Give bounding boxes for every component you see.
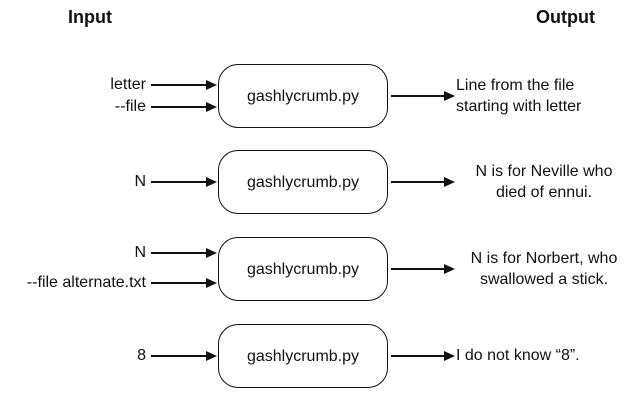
output-column-header: Output bbox=[536, 7, 595, 27]
process-box: gashlycrumb.py bbox=[218, 324, 388, 388]
output-line: Line from the file bbox=[456, 77, 575, 94]
process-box-label: gashlycrumb.py bbox=[246, 87, 360, 105]
input-label-letter-n: N bbox=[134, 173, 146, 190]
output-text: Line from the file starting with letter bbox=[456, 75, 631, 117]
output-text: N is for Norbert, who swallowed a stick. bbox=[456, 248, 631, 290]
output-line: starting with letter bbox=[456, 98, 582, 115]
output-line: swallowed a stick. bbox=[479, 271, 609, 288]
output-line: N is for Neville who bbox=[475, 163, 613, 180]
input-column-header: Input bbox=[68, 7, 112, 27]
output-line: I do not know “8”. bbox=[456, 347, 580, 364]
input-label-file-alternate: --file alternate.txt bbox=[26, 274, 146, 291]
output-line: died of ennui. bbox=[495, 184, 593, 201]
process-box-label: gashlycrumb.py bbox=[246, 347, 360, 365]
process-box-label: gashlycrumb.py bbox=[246, 173, 360, 191]
process-box: gashlycrumb.py bbox=[218, 237, 388, 301]
input-label-digit-8: 8 bbox=[137, 347, 146, 364]
output-text: I do not know “8”. bbox=[456, 345, 631, 366]
process-box: gashlycrumb.py bbox=[218, 64, 388, 128]
input-label-letter: letter bbox=[110, 76, 146, 93]
input-label-file-flag: --file bbox=[114, 98, 146, 115]
input-label-letter-n: N bbox=[134, 244, 146, 261]
output-line: N is for Norbert, who bbox=[470, 250, 618, 267]
output-text: N is for Neville who died of ennui. bbox=[456, 161, 631, 203]
process-box-label: gashlycrumb.py bbox=[246, 260, 360, 278]
process-box: gashlycrumb.py bbox=[218, 150, 388, 214]
